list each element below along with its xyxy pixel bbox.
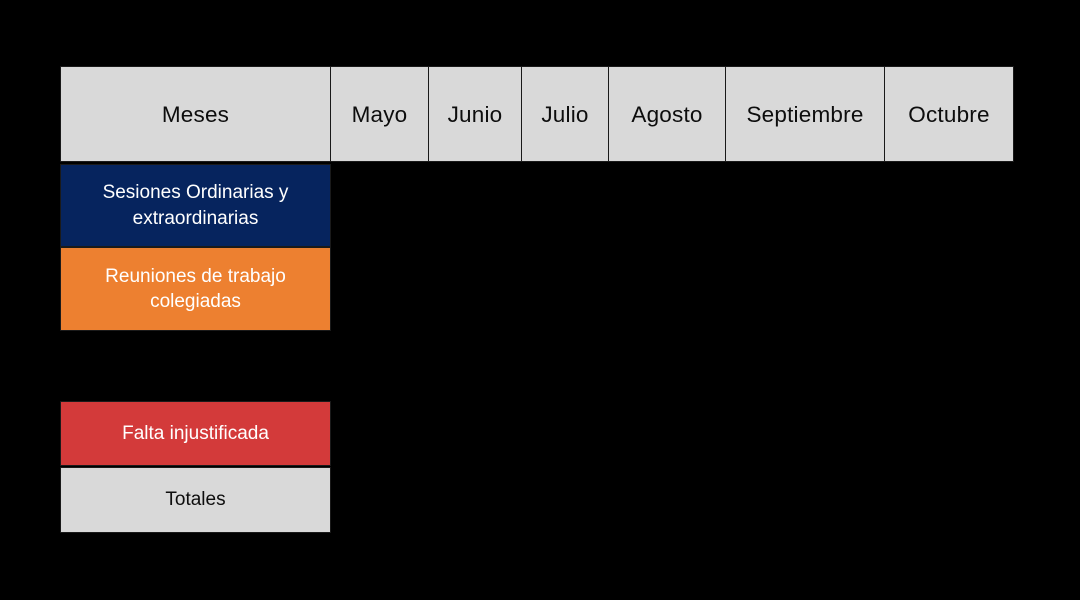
table-data-area-empty bbox=[331, 164, 1020, 533]
header-cell-septiembre[interactable]: Septiembre bbox=[725, 66, 885, 162]
table-header-row: Meses Mayo Junio Julio Agosto Septiembre… bbox=[60, 66, 1014, 162]
header-cell-junio[interactable]: Junio bbox=[428, 66, 522, 162]
row-label-reuniones-de-trabajo-colegiadas[interactable]: Reuniones de trabajo colegiadas bbox=[60, 247, 331, 331]
header-cell-octubre[interactable]: Octubre bbox=[884, 66, 1014, 162]
header-cell-agosto[interactable]: Agosto bbox=[608, 66, 726, 162]
header-cell-mayo[interactable]: Mayo bbox=[330, 66, 429, 162]
header-cell-meses[interactable]: Meses bbox=[60, 66, 331, 162]
row-label-falta-injustificada[interactable]: Falta injustificada bbox=[60, 401, 331, 466]
row-label-sesiones-ordinarias-y-extraordinarias[interactable]: Sesiones Ordinarias y extraordinarias bbox=[60, 164, 331, 247]
row-label-totales[interactable]: Totales bbox=[60, 467, 331, 533]
header-cell-julio[interactable]: Julio bbox=[521, 66, 609, 162]
